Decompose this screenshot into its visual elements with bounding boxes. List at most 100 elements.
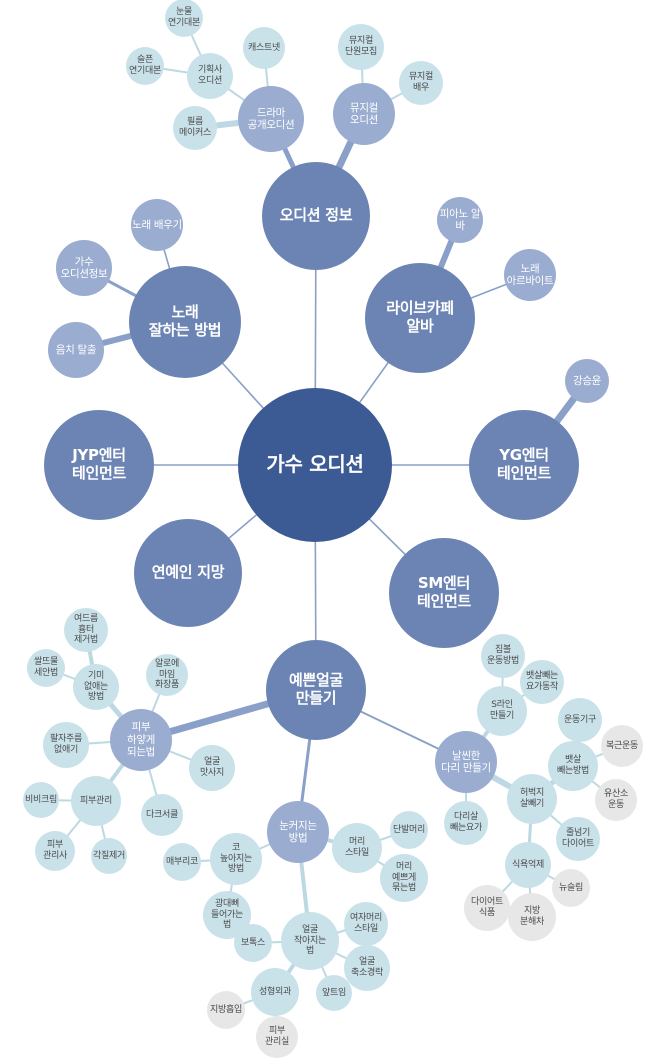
node-label: 머리 예쁘게 묶는법: [392, 862, 416, 894]
node-label: 팔자주름 없애기: [50, 734, 82, 755]
node-label: 피부 관리실: [265, 1026, 289, 1047]
node-label: 기획사 오디션: [198, 65, 222, 86]
node-singer-info: 가수 오디션정보: [56, 240, 112, 296]
node-castnet: 캐스트넷: [243, 27, 285, 69]
node-label: 각질제거: [93, 850, 125, 861]
node-plastic: 성형외과: [251, 968, 299, 1016]
node-big-eyes: 눈커지는 방법: [267, 801, 329, 863]
node-label: 오디션 정보: [279, 206, 353, 225]
node-label: 다리살 빼는요가: [450, 812, 482, 833]
node-label: 다크서클: [146, 809, 178, 820]
node-label: 얼굴 맛사지: [200, 757, 224, 778]
node-label: 여자머리 스타일: [350, 913, 382, 934]
node-dermatology: 피부 관리실: [256, 1016, 298, 1058]
node-learn-song: 노래 배우기: [131, 199, 183, 251]
node-label: 알로에 마임 화장품: [155, 659, 179, 691]
node-label: 슬픈 연기대본: [129, 55, 161, 76]
node-song-job: 노래 아르바이트: [504, 249, 556, 301]
node-diet-control: 식욕억제: [505, 842, 551, 888]
node-live-cafe: 라이브카페 알바: [365, 263, 475, 373]
node-label: 라이브카페 알바: [386, 299, 454, 335]
node-tears: 눈물 연기대본: [165, 0, 203, 37]
node-spots: 기미 없애는 방법: [73, 664, 119, 710]
node-piano-job: 피아노 알바: [437, 197, 483, 243]
node-label: 강승윤: [572, 374, 602, 387]
node-s-line: S라인 만들기: [477, 686, 527, 736]
node-woman-hair: 여자머리 스타일: [344, 902, 388, 946]
node-label: 얼굴 축소경락: [351, 957, 383, 978]
node-slim-legs: 날씬한 다리 만들기: [435, 731, 497, 793]
node-label: 매부리코: [166, 856, 198, 867]
node-label: 캐스트넷: [248, 42, 280, 53]
node-tone-deaf: 음치 탈출: [48, 322, 104, 378]
node-label: JYP엔터 테인먼트: [71, 446, 126, 482]
node-label: 노래 잘하는 방법: [148, 303, 222, 339]
node-label: 음치 탈출: [55, 343, 97, 356]
node-label: 기미 없애는 방법: [84, 671, 108, 703]
node-nose: 코 높아지는 방법: [210, 833, 262, 885]
node-skin-mgr: 피부 관리사: [35, 831, 75, 871]
node-label: 머리 스타일: [345, 837, 369, 858]
node-yoga: 뱃살빼는 요가동작: [520, 660, 564, 704]
node-label: 뱃살빼는 요가동작: [526, 671, 558, 692]
node-label: 연예인 지망: [151, 563, 225, 582]
node-skin-whiten: 피부 하얗게 되는법: [110, 709, 172, 771]
node-drama: 드라마 공개오디션: [238, 86, 304, 152]
node-jyp: JYP엔터 테인먼트: [44, 410, 154, 520]
node-label: 피부 관리사: [43, 840, 67, 861]
node-belly: 뱃살 빼는방법: [548, 741, 598, 791]
node-pretty-hair: 머리 예쁘게 묶는법: [380, 854, 428, 902]
node-label: 집볼 운동방법: [487, 645, 519, 666]
node-musical-recruit: 뮤지컬 단원모집: [338, 24, 384, 70]
node-sm: SM엔터 테인먼트: [389, 538, 499, 648]
node-musical: 뮤지컬 오디션: [333, 83, 395, 145]
node-label: 광대뼈 들어가는 법: [211, 899, 243, 931]
node-fat-burn: 지방 분해차: [508, 893, 556, 941]
node-acne: 여드름 흉터 제거법: [64, 608, 108, 652]
node-label: SM엔터 테인먼트: [416, 574, 471, 610]
node-sad: 슬픈 연기대본: [126, 47, 164, 85]
node-label: 얼굴 작아지는 법: [294, 925, 326, 957]
node-label: 줄넘기 다이어트: [562, 828, 594, 849]
node-label: 성형외과: [259, 986, 291, 997]
node-label: 운동기구: [564, 714, 596, 725]
node-root: 가수 오디션: [238, 388, 392, 542]
node-film-makers: 필름 메이커스: [173, 106, 217, 150]
node-aerobic: 유산소 운동: [595, 779, 637, 821]
node-label: 단발머리: [393, 824, 425, 835]
node-skin-care: 피부관리: [71, 776, 121, 826]
node-ab-exercise: 복근운동: [601, 725, 643, 767]
node-small-face: 얼굴 작아지는 법: [281, 912, 339, 970]
node-label: S라인 만들기: [490, 700, 514, 721]
node-aloe: 알로에 마임 화장품: [146, 654, 188, 696]
node-yg: YG엔터 테인먼트: [469, 410, 579, 520]
node-label: 코 높아지는 방법: [220, 843, 252, 875]
node-label: 노래 배우기: [132, 218, 182, 231]
node-label: 여드름 흉터 제거법: [74, 614, 98, 646]
node-label: 뮤지컬 배우: [409, 72, 433, 93]
node-face-massage: 얼굴 맛사지: [189, 745, 235, 791]
node-label: 가수 오디션: [266, 452, 364, 477]
node-label: 쌀뜨물 세안법: [34, 657, 58, 678]
node-keratin: 각질제거: [91, 838, 127, 874]
node-label: 피부관리: [80, 795, 112, 806]
node-label: 앞트임: [322, 987, 346, 998]
node-label: 노래 아르바이트: [506, 262, 554, 287]
node-label: 드라마 공개오디션: [247, 106, 295, 131]
node-label: 뮤지컬 단원모집: [345, 36, 377, 57]
node-label: 뮤지컬 오디션: [349, 101, 379, 126]
node-leg-slim: 다리살 빼는요가: [444, 801, 488, 845]
node-label: 지방흡입: [210, 1004, 242, 1015]
node-new-slim: 뉴슬림: [552, 869, 590, 907]
node-fat-suction: 지방흡입: [207, 991, 245, 1029]
node-label: 필름 메이커스: [179, 117, 211, 138]
node-label: 복근운동: [606, 740, 638, 751]
node-label: 가수 오디션정보: [60, 255, 108, 280]
node-label: 지방 분해차: [520, 906, 544, 927]
node-audition-info: 오디션 정보: [262, 162, 370, 270]
node-thigh: 허벅지 살빼기: [507, 774, 557, 824]
node-label: 예쁜얼굴 만들기: [288, 671, 343, 707]
node-label: 뉴슬림: [559, 882, 583, 893]
node-planning: 기획사 오디션: [187, 53, 233, 99]
